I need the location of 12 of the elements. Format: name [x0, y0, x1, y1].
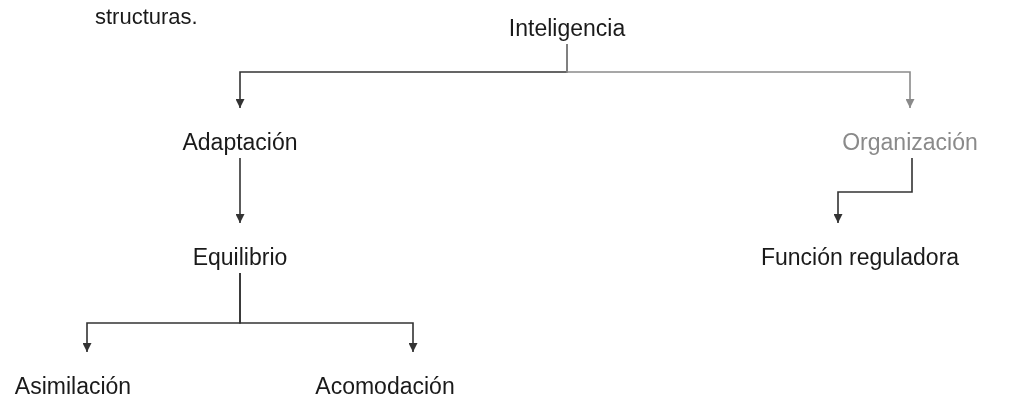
arrow: [239, 272, 418, 353]
concept-label: Adaptación: [180, 108, 300, 158]
arrow: [566, 43, 915, 109]
concept-label: Organización: [840, 108, 980, 158]
arrow: [235, 157, 245, 224]
concept-label: Asimilación: [12, 352, 134, 402]
concept-label: Función reguladora: [758, 223, 962, 273]
text-fragment: structuras.: [95, 4, 198, 30]
concept-label: Inteligencia: [506, 14, 628, 44]
concept-label: Equilibrio: [190, 223, 290, 273]
concept-label: Acomodación: [313, 352, 457, 402]
arrow: [833, 157, 913, 224]
